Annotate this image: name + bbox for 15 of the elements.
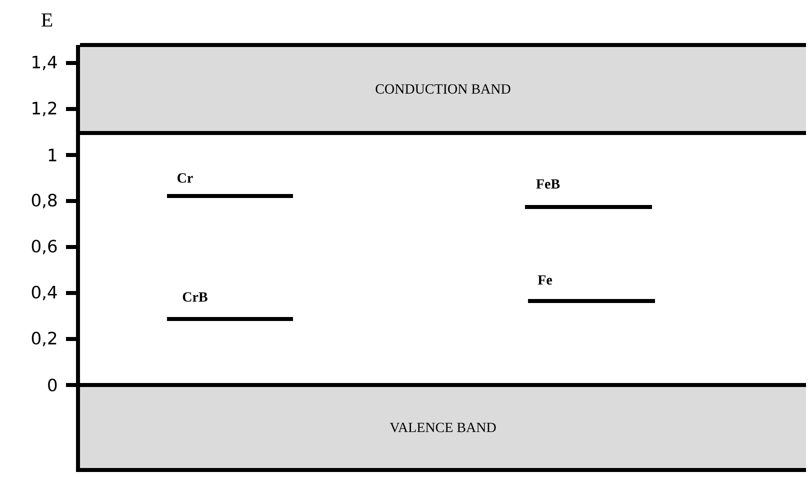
energy-level: CrB [167, 292, 293, 321]
energy-level: Cr [167, 173, 293, 198]
tick-label: 1,2 [32, 102, 56, 116]
band-box: CONDUCTION BAND [78, 43, 808, 135]
tick-label: 0,2 [32, 332, 56, 346]
tick-label: 1,4 [32, 56, 57, 70]
tick-label: 0,6 [32, 240, 57, 254]
tick-label: 0,8 [32, 194, 57, 208]
energy-level: Fe [528, 275, 655, 303]
tick-label: 1 [48, 148, 56, 162]
band-box: VALENCE BAND [78, 383, 808, 472]
tick-label: 0,4 [32, 286, 57, 300]
energy-level: FeB [525, 179, 652, 209]
tick-label: 0 [48, 378, 57, 392]
axis-title: E [41, 13, 52, 27]
